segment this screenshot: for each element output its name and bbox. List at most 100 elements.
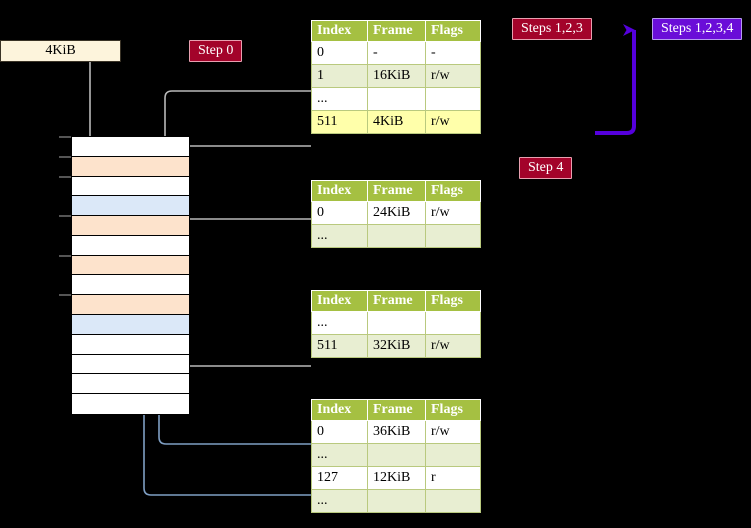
memory-frame-row — [72, 315, 189, 335]
cell-flags — [425, 311, 481, 335]
memory-frame-row — [72, 255, 189, 276]
cell-frame — [367, 224, 426, 248]
cell-flags — [425, 87, 481, 111]
cell-index: 0 — [311, 201, 368, 225]
badge-steps-1234: Steps 1,2,3,4 — [652, 18, 743, 40]
cell-frame: 12KiB — [367, 466, 426, 490]
memory-frame-row — [72, 374, 189, 395]
memory-tick — [59, 175, 71, 178]
memory-frame-row — [72, 334, 189, 355]
cell-index: ... — [311, 87, 368, 111]
frame-size-box: 4KiB — [0, 40, 121, 62]
memory-tick — [59, 136, 71, 138]
th-frame: Frame — [367, 180, 426, 202]
table-row: ... — [311, 224, 481, 248]
memory-frame-row — [72, 394, 189, 414]
cell-index: 511 — [311, 110, 368, 134]
cell-index: ... — [311, 443, 368, 467]
th-index: Index — [311, 290, 368, 312]
frame-size-label: 4KiB — [45, 43, 76, 58]
badge-step-0-label: Step 0 — [198, 43, 234, 58]
memory-tick — [59, 215, 71, 218]
table-row: ... — [311, 443, 481, 467]
table-row: ... — [311, 311, 481, 335]
cell-flags: r — [425, 466, 481, 490]
th-flags: Flags — [425, 180, 481, 202]
cell-index: ... — [311, 489, 368, 513]
th-frame: Frame — [367, 290, 426, 312]
wire-pml4-511-segment — [177, 145, 311, 154]
memory-frame-row — [72, 354, 189, 375]
cell-frame — [367, 87, 426, 111]
cell-frame: 4KiB — [367, 110, 426, 134]
memory-frame-row — [72, 235, 189, 256]
th-index: Index — [311, 20, 368, 42]
cell-frame: 24KiB — [367, 201, 426, 225]
cell-frame: 16KiB — [367, 64, 426, 88]
cell-index: 1 — [311, 64, 368, 88]
cell-flags: - — [425, 41, 481, 65]
cell-index: 127 — [311, 466, 368, 490]
cell-frame — [367, 489, 426, 513]
memory-frame-row — [72, 295, 189, 316]
memory-frame-row — [72, 176, 189, 197]
badge-steps-123: Steps 1,2,3 — [512, 18, 592, 40]
memory-frame-row — [72, 137, 189, 157]
wire-steps1234-bracket — [595, 24, 636, 135]
table-row: ... — [311, 87, 481, 111]
cell-index: 0 — [311, 41, 368, 65]
table-row: 0-- — [311, 41, 481, 65]
cell-flags: r/w — [425, 110, 481, 134]
cell-flags: r/w — [425, 420, 481, 444]
cell-frame: 36KiB — [367, 420, 426, 444]
cell-frame — [367, 311, 426, 335]
memory-tick — [59, 294, 71, 297]
cell-flags — [425, 443, 481, 467]
th-flags: Flags — [425, 399, 481, 421]
cell-index: 511 — [311, 334, 368, 358]
memory-frame-row — [72, 275, 189, 296]
cell-flags: r/w — [425, 201, 481, 225]
cell-frame: - — [367, 41, 426, 65]
memory-tick — [59, 155, 71, 158]
badge-steps-123-label: Steps 1,2,3 — [521, 21, 583, 36]
cell-frame: 32KiB — [367, 334, 426, 358]
th-frame: Frame — [367, 399, 426, 421]
cell-index: ... — [311, 224, 368, 248]
th-index: Index — [311, 399, 368, 421]
badge-step-0: Step 0 — [189, 40, 243, 62]
th-flags: Flags — [425, 290, 481, 312]
cell-flags: r/w — [425, 334, 481, 358]
cell-index: 0 — [311, 420, 368, 444]
cell-flags — [425, 489, 481, 513]
memory-frame-row — [72, 196, 189, 217]
cell-frame — [367, 443, 426, 467]
cell-index: ... — [311, 311, 368, 335]
badge-step-4-label: Step 4 — [528, 160, 564, 175]
memory-frame-row — [72, 156, 189, 177]
th-frame: Frame — [367, 20, 426, 42]
cell-flags — [425, 224, 481, 248]
memory-frame-row — [72, 216, 189, 236]
table-row: ... — [311, 489, 481, 513]
badge-steps-1234-label: Steps 1,2,3,4 — [661, 21, 734, 36]
th-index: Index — [311, 180, 368, 202]
th-flags: Flags — [425, 20, 481, 42]
physical-memory-column — [71, 136, 190, 415]
badge-step-4: Step 4 — [519, 157, 573, 179]
